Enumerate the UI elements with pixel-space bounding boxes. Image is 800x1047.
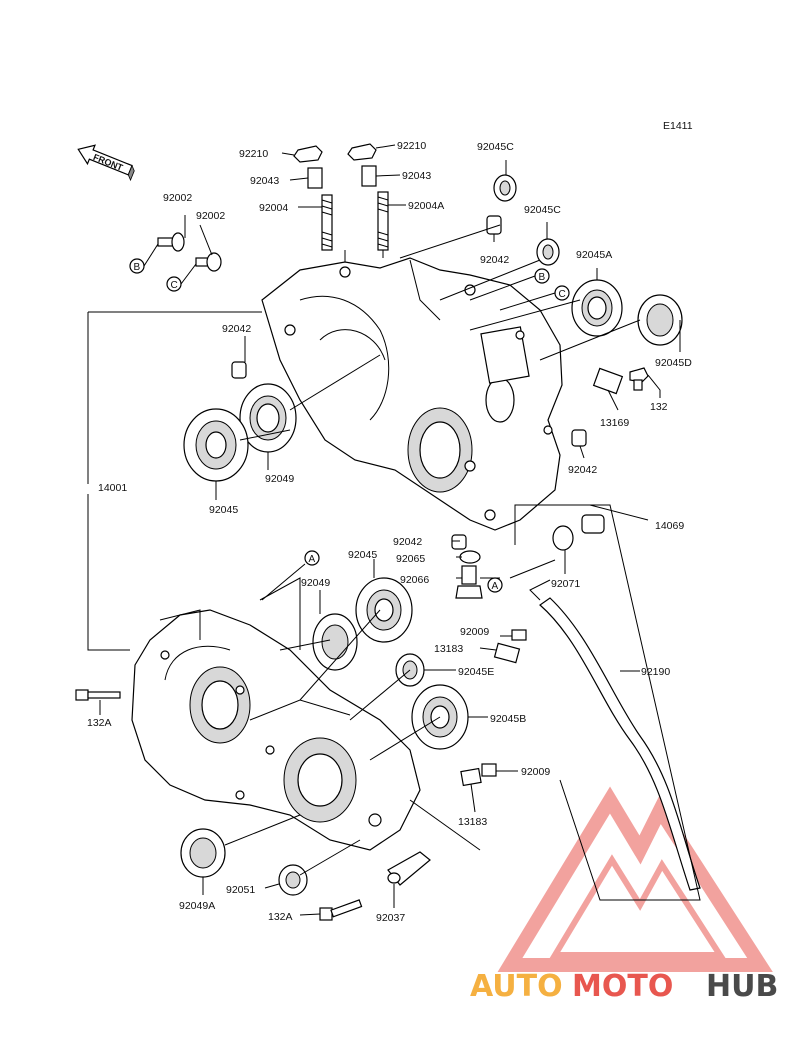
front-arrow-label: FRONT: [92, 152, 125, 173]
label-92210-b: 92210: [397, 140, 426, 152]
plug-92066-icon: [455, 565, 483, 599]
callout-A-lower: A: [487, 577, 503, 593]
label-92043-a: 92043: [250, 175, 279, 187]
label-92002-a: 92002: [163, 192, 192, 204]
stud-92004A-icon: [377, 191, 389, 251]
label-92045A: 92045A: [576, 249, 612, 261]
label-92042-right: 92042: [568, 464, 597, 476]
label-132A-left: 132A: [87, 717, 112, 729]
collar-92043-a-icon: [307, 167, 323, 189]
label-92042-left: 92042: [222, 323, 251, 335]
svg-text:C: C: [171, 280, 178, 291]
seal-92049A-icon: [180, 828, 226, 878]
leader-lines: [87, 144, 701, 916]
crankcase-left-half: [131, 609, 421, 851]
bearing-92045C-top-icon: [493, 174, 517, 202]
svg-text:C: C: [559, 289, 566, 300]
label-92049-top: 92049: [265, 473, 294, 485]
bolt-132A-left-icon: [75, 689, 121, 701]
label-92190: 92190: [641, 666, 670, 678]
label-92037: 92037: [376, 912, 405, 924]
label-92045-mid: 92045: [348, 549, 377, 561]
label-92045-left: 92045: [209, 504, 238, 516]
plate-13183-top-icon: [493, 642, 521, 664]
dowel-92042-center-icon: [451, 534, 467, 550]
label-92210-a: 92210: [239, 148, 268, 160]
label-92045B: 92045B: [490, 713, 526, 725]
watermark-text: AUTO MOTO HUB: [470, 969, 778, 1004]
label-13183-bottom: 13183: [458, 816, 487, 828]
seal-92049-mid-icon: [312, 613, 358, 671]
watermark-part2: MOTO: [572, 969, 673, 1004]
callout-C-right: C: [499, 285, 570, 311]
label-92002-b: 92002: [196, 210, 225, 222]
svg-text:A: A: [309, 554, 316, 565]
label-92045D: 92045D: [655, 357, 692, 369]
callout-C-left: C: [166, 263, 197, 292]
crankcase-right-half: [261, 257, 563, 531]
label-92065: 92065: [396, 553, 425, 565]
label-13169: 13169: [600, 417, 629, 429]
plate-13169-icon: [592, 367, 624, 395]
nut-92210-a-icon: [293, 145, 323, 163]
label-92066: 92066: [400, 574, 429, 586]
clip-92037-icon: [387, 851, 431, 886]
seal-92045D-icon: [637, 294, 683, 346]
bearing-92045C-mid-icon: [536, 238, 560, 266]
label-92004: 92004: [259, 202, 288, 214]
callout-B-left: B: [129, 243, 159, 274]
watermark-part3: HUB: [706, 969, 778, 1004]
dowel-92042-right-icon: [571, 429, 587, 447]
plate-13183-bottom-icon: [460, 767, 482, 787]
bearing-92045A-icon: [571, 279, 623, 337]
label-92045C-mid: 92045C: [524, 204, 561, 216]
front-arrow-icon: FRONT: [77, 144, 135, 182]
bolt-92009-bottom-icon: [481, 763, 497, 777]
bolt-92009-top-icon: [511, 629, 527, 641]
hose-92190-icon: [539, 597, 701, 891]
collar-92043-b-icon: [361, 165, 377, 187]
label-92009-top: 92009: [460, 626, 489, 638]
svg-text:A: A: [492, 581, 499, 592]
bolt-132-icon: [629, 367, 649, 391]
bolt-92002-a-icon: [157, 232, 185, 252]
label-92042-center: 92042: [393, 536, 422, 548]
label-92049-mid: 92049: [301, 577, 330, 589]
watermark-logo: [497, 786, 773, 972]
label-132A-bottom: 132A: [268, 911, 293, 923]
label-92042-top: 92042: [480, 254, 509, 266]
label-92009-bottom: 92009: [521, 766, 550, 778]
label-92051: 92051: [226, 884, 255, 896]
bearing-92045-left-icon: [183, 408, 249, 482]
bearing-92045-mid-icon: [355, 577, 413, 643]
stud-92004-icon: [321, 194, 333, 251]
diagram-code: E1411: [663, 120, 693, 132]
label-92043-b: 92043: [402, 170, 431, 182]
nut-92210-b-icon: [347, 143, 377, 161]
svg-text:B: B: [539, 272, 546, 283]
svg-text:B: B: [134, 262, 141, 273]
dowel-92042-left-icon: [231, 361, 247, 379]
washer-92002-b-icon: [195, 252, 222, 272]
washer-92065-icon: [459, 550, 481, 564]
label-92045E: 92045E: [458, 666, 494, 678]
label-13183-top: 13183: [434, 643, 463, 655]
label-92049A: 92049A: [179, 900, 215, 912]
label-92004A: 92004A: [408, 200, 444, 212]
label-14069: 14069: [655, 520, 684, 532]
callout-B-right: B: [469, 268, 550, 301]
fitting-92071-icon: [552, 514, 605, 551]
callout-A-mid: A: [261, 550, 320, 601]
bolt-132A-bottom-icon: [319, 899, 363, 921]
watermark-part1: AUTO: [470, 969, 563, 1004]
label-132-right: 132: [650, 401, 668, 413]
label-14001: 14001: [98, 482, 127, 494]
seal-92051-icon: [278, 864, 308, 896]
label-92045C-top: 92045C: [477, 141, 514, 153]
label-92071: 92071: [551, 578, 580, 590]
seal-92049-top-icon: [239, 383, 297, 453]
